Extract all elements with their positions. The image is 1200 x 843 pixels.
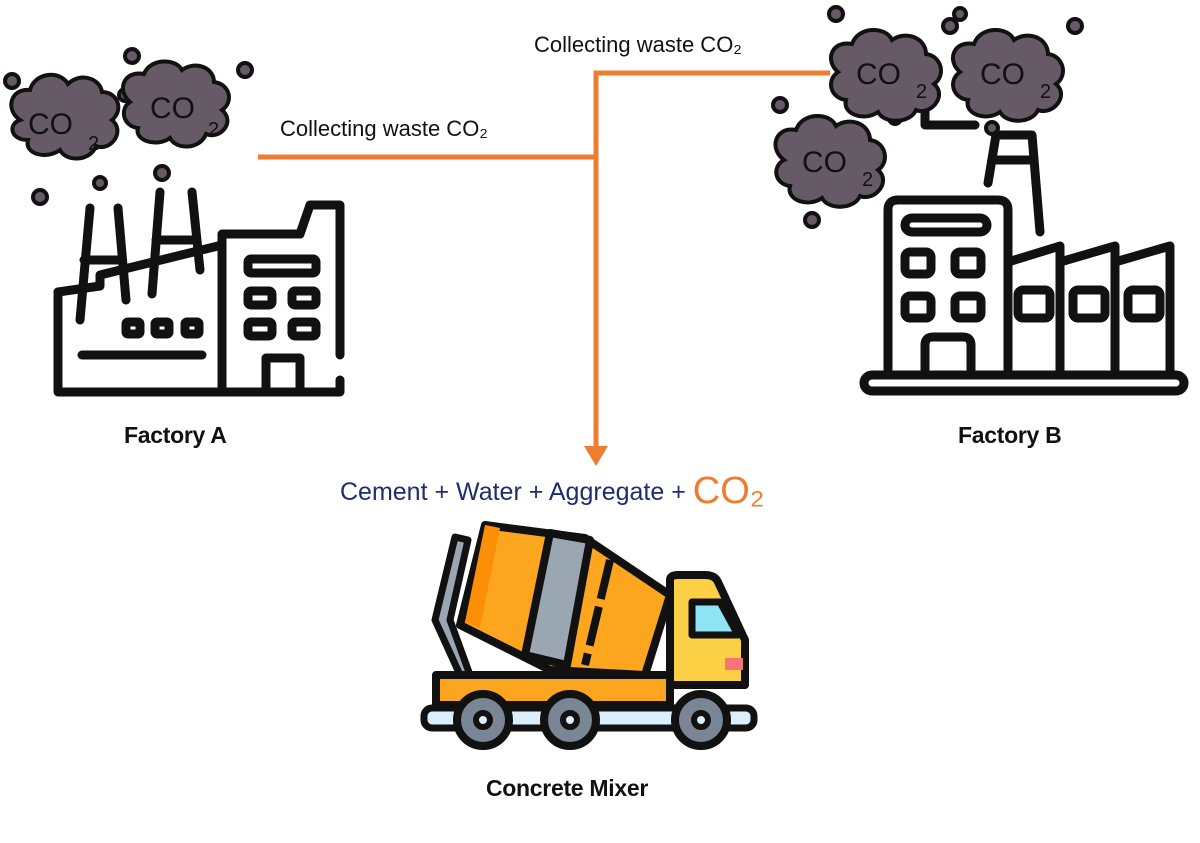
equation-co2: CO₂ [692,470,765,512]
cloud-label: CO [856,58,901,91]
co2-cloud-icon: CO 2 [829,28,943,123]
mix-equation: Cement + Water + Aggregate + CO₂ [340,470,765,513]
svg-text:2: 2 [1040,81,1051,103]
concrete-mixer-caption: Concrete Mixer [486,775,648,801]
co2-cloud-icon: CO 2 [9,73,121,161]
svg-text:2: 2 [916,81,927,103]
svg-text:2: 2 [208,119,219,141]
wheel-icon [453,690,731,750]
equation-ingredients: Cement + Water + Aggregate + [340,478,693,506]
cloud-label: CO [150,92,195,125]
flow-label-factory-a: Collecting waste CO₂ [280,116,488,141]
arrow-head [584,446,608,466]
flow-line-factory-b [593,70,830,448]
concrete-mixer-icon [420,521,758,750]
cloud-label: CO [802,146,847,179]
cloud-label: CO [28,108,73,141]
co2-cloud-icon: CO 2 [121,59,231,149]
co2-cloud-icon: CO 2 [773,114,887,209]
factory-b-caption: Factory B [958,422,1062,448]
flow-label-factory-b: Collecting waste CO₂ [534,32,742,57]
co2-cloud-icon: CO 2 [951,28,1065,123]
factory-a-caption: Factory A [124,422,227,448]
svg-text:2: 2 [88,133,99,155]
factory-b-icon: CO 2 CO 2 CO 2 [771,5,1189,396]
factory-a-icon: CO 2 CO 2 [3,47,345,397]
svg-text:2: 2 [862,169,873,191]
cloud-label: CO [980,58,1025,91]
